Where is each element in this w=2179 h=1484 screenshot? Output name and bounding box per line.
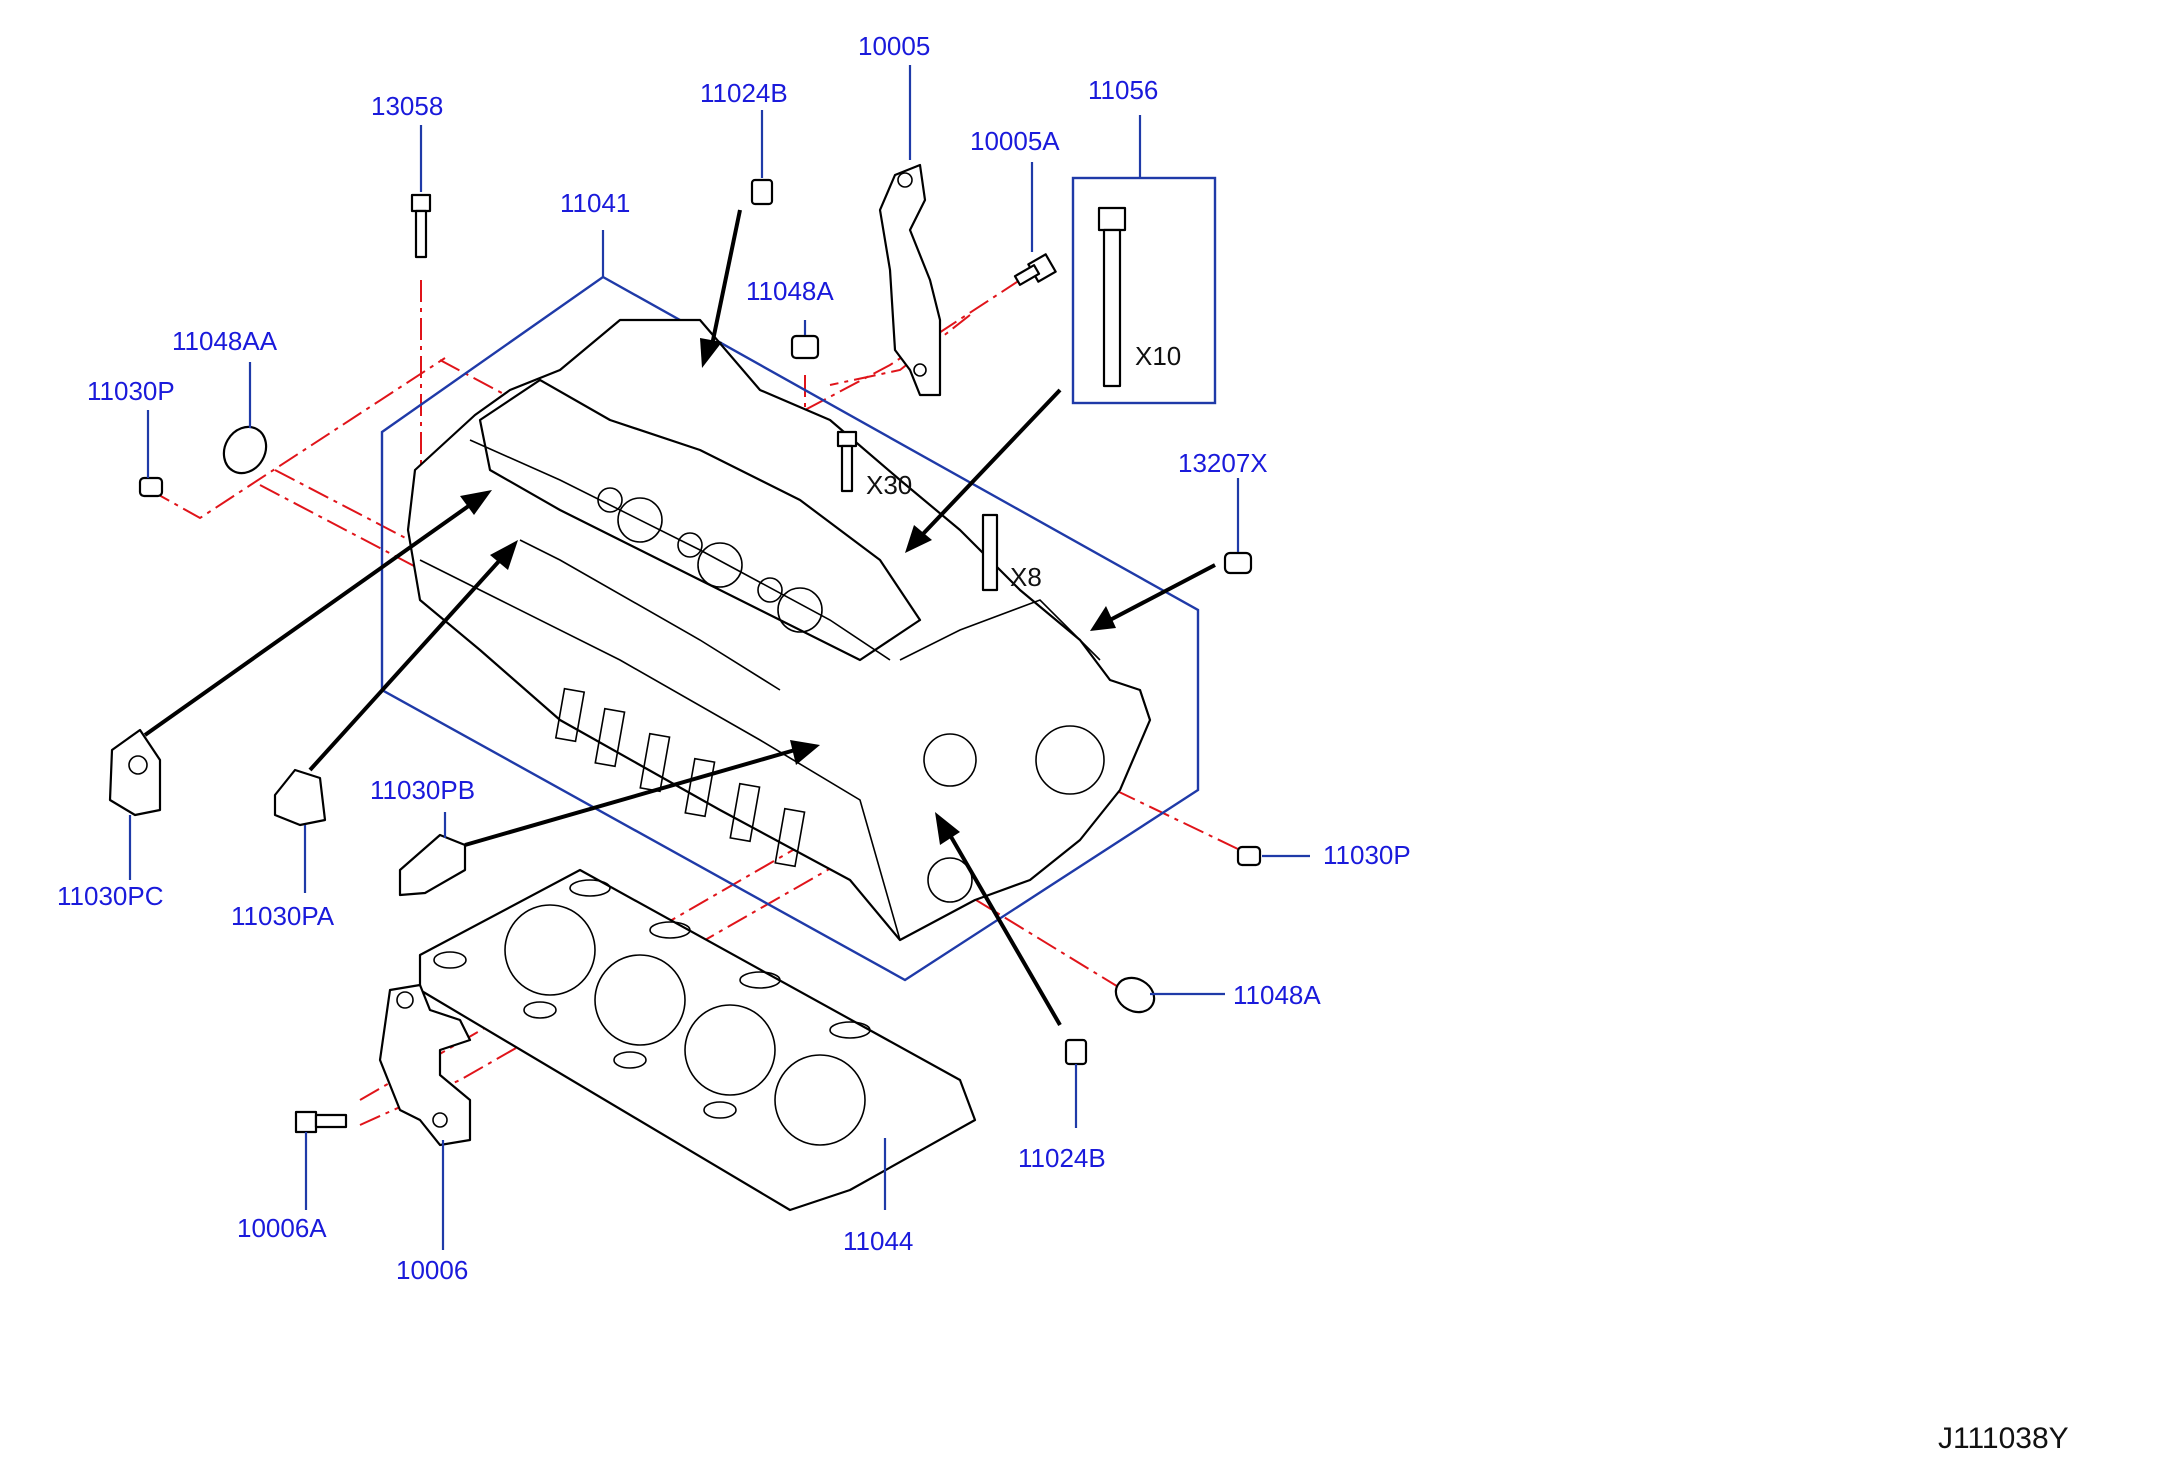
plug-11030P-right [1236, 845, 1262, 867]
label-11048A-top: 11048A [746, 276, 834, 306]
cylinder-head [406, 318, 1152, 942]
seal-11030PB [398, 833, 467, 897]
engine-hanger-bracket-10006 [378, 983, 472, 1147]
label-11030PA: 11030PA [231, 901, 335, 931]
bolt-10005A [1013, 253, 1057, 286]
label-11030PC: 11030PC [57, 881, 164, 911]
plug-11030P-left [138, 476, 164, 498]
label-11030PB: 11030PB [370, 775, 476, 805]
bolt-10006A [294, 1110, 348, 1134]
plug-11048A-right [1114, 976, 1156, 1014]
plug-11048A-top [790, 334, 820, 360]
head-gasket [418, 868, 977, 1212]
label-11041: 11041 [560, 188, 631, 218]
label-13207X: 13207X [1178, 448, 1268, 478]
label-11030P-right: 11030P [1323, 840, 1411, 870]
engine-hanger-bracket-10005 [878, 163, 942, 397]
label-10006: 10006 [396, 1255, 469, 1285]
seal-13207X [1223, 551, 1253, 575]
label-10006A: 10006A [237, 1213, 327, 1243]
seal-11030PC [108, 728, 162, 817]
pointer-arrows [143, 209, 1216, 1027]
label-11048A-right: 11048A [1233, 980, 1321, 1010]
bolt-13058 [410, 193, 432, 259]
dowel-11024B-bottom [1064, 1038, 1088, 1066]
quantity-studs: X8 [1010, 562, 1042, 592]
label-11024B-bottom: 11024B [1018, 1143, 1106, 1173]
head-bolt-box [1071, 176, 1217, 405]
head-bolt-11056 [1097, 206, 1127, 388]
dowel-11024B-top [750, 178, 774, 206]
stud [981, 513, 999, 592]
label-10005: 10005 [858, 31, 931, 61]
plug-11048AA [222, 425, 268, 475]
quantity-head-bolts: X10 [1135, 341, 1182, 371]
label-11056: 11056 [1088, 75, 1159, 105]
diagram-id: J111038Y [1938, 1422, 2069, 1455]
bolt-cam-bracket [836, 430, 858, 493]
seal-11030PA [273, 768, 327, 827]
quantity-cam-bolts: X30 [866, 470, 913, 500]
label-11048AA: 11048AA [172, 326, 278, 356]
label-13058: 13058 [371, 91, 444, 121]
label-11030P-left: 11030P [87, 376, 175, 406]
leader-lines [128, 65, 1310, 1250]
label-11024B-top: 11024B [700, 78, 788, 108]
label-11044: 11044 [843, 1226, 914, 1256]
label-10005A: 10005A [970, 126, 1060, 156]
